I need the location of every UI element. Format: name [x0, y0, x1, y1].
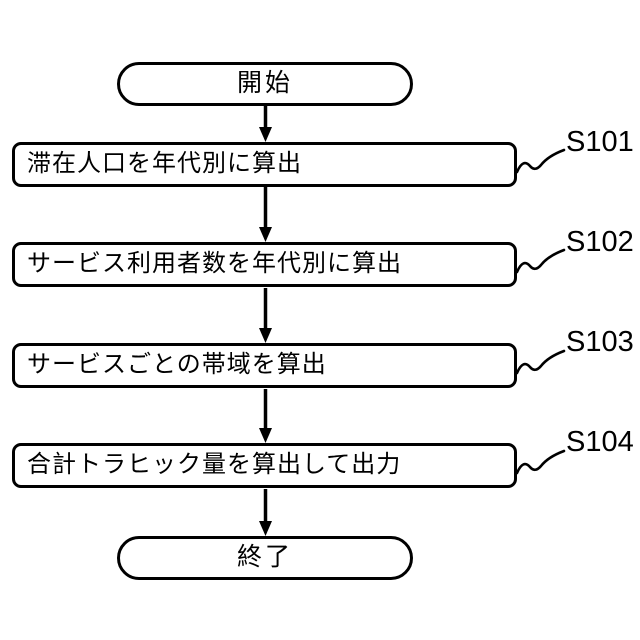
leader-line-s101 [515, 148, 566, 174]
process-label-s102: サービス利用者数を年代別に算出 [27, 249, 402, 277]
process-label-s104: 合計トラヒック量を算出して出力 [27, 450, 402, 478]
process-box-s101: 滞在人口を年代別に算出 [12, 142, 517, 187]
flow-arrow-s101-to-s102 [259, 187, 272, 242]
step-ref-s102: S102 [566, 226, 634, 258]
start-terminal: 開始 [117, 62, 413, 106]
leader-line-s104 [515, 449, 566, 475]
flow-arrow-s102-to-s103 [259, 288, 272, 343]
flow-arrow-start-to-s101 [259, 106, 272, 142]
end-terminal: 終了 [117, 536, 413, 580]
process-box-s104: 合計トラヒック量を算出して出力 [12, 443, 517, 488]
step-ref-s101: S101 [566, 126, 634, 158]
process-label-s103: サービスごとの帯域を算出 [27, 350, 327, 378]
leader-line-s103 [515, 349, 566, 375]
flow-arrow-s103-to-s104 [259, 389, 272, 443]
process-label-s101: 滞在人口を年代別に算出 [27, 149, 302, 177]
process-box-s102: サービス利用者数を年代別に算出 [12, 242, 517, 287]
process-box-s103: サービスごとの帯域を算出 [12, 343, 517, 388]
start-terminal-label: 開始 [236, 68, 293, 97]
step-ref-s104: S104 [566, 426, 634, 458]
flow-arrow-s104-to-end [259, 489, 272, 536]
leader-line-s102 [515, 248, 566, 274]
end-terminal-label: 終了 [236, 542, 293, 571]
step-ref-s103: S103 [566, 326, 634, 358]
